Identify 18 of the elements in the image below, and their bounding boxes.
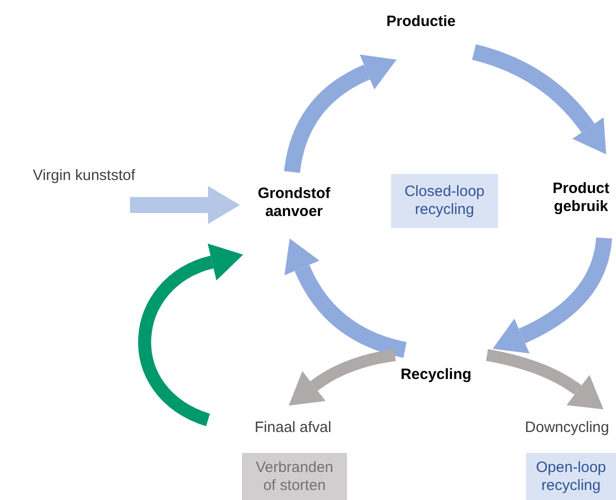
node-label: Virgin kunststof (14, 164, 154, 188)
arrow (288, 349, 396, 405)
node-label: Downcycling (518, 416, 616, 440)
node-label: Finaal afval (240, 416, 346, 440)
arrow (138, 244, 242, 426)
label-box: Closed-loop recycling (391, 174, 498, 228)
arrow (493, 237, 612, 354)
arrow (284, 238, 407, 358)
node-label: Recycling (392, 362, 480, 388)
node-label: Productie (376, 8, 466, 36)
arrow (284, 54, 396, 174)
node-label: Grondstof aanvoer (248, 180, 340, 226)
arrow (130, 186, 240, 224)
label-box: Verbranden of storten (242, 453, 347, 500)
arrow (486, 349, 604, 409)
node-label: Product gebruik (546, 176, 616, 220)
arrow (472, 44, 607, 154)
label-box: Open-loop recycling (526, 453, 616, 500)
